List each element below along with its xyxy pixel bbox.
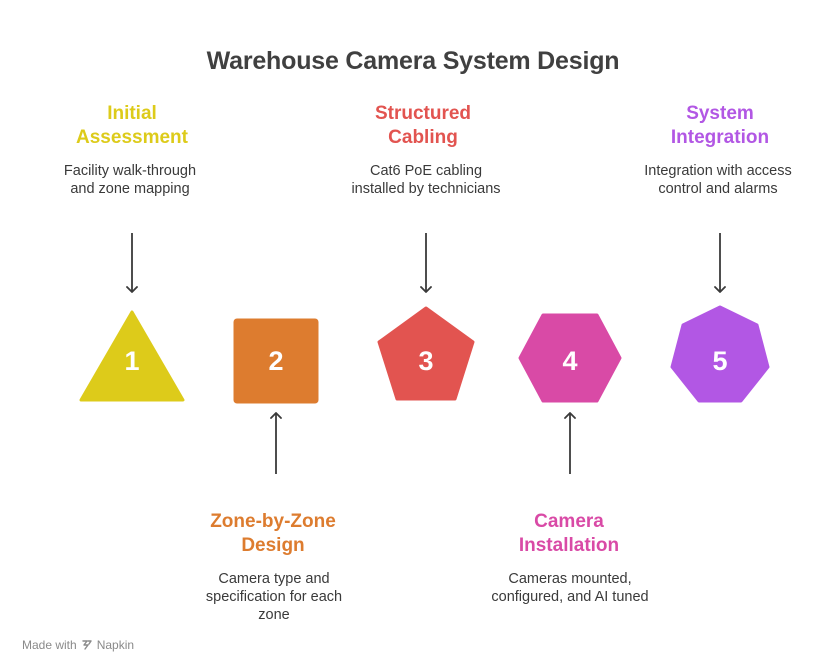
step-2-description: Camera type and specification for each z… [174, 570, 374, 624]
step-4-title-line-1: Camera [534, 511, 604, 532]
step-4-description: Cameras mounted, configured, and AI tune… [470, 570, 670, 606]
footer-text: Made with [22, 638, 77, 652]
step-3-desc-line-2: installed by technicians [351, 181, 501, 197]
step-5-title-line-2: Integration [670, 127, 770, 148]
step-4-title-line-2: Installation [518, 535, 620, 556]
step-1-desc-line-2: and zone mapping [70, 181, 190, 197]
step-4-title: Camera Installation [459, 510, 679, 558]
step-3-title-line-1: Structured [374, 103, 472, 124]
step-1-description: Facility walk-through and zone mapping [30, 162, 230, 198]
step-1-title: Initial Assessment [22, 102, 242, 150]
step-5-desc-line-1: Integration with access [644, 163, 792, 179]
step-2-square-shape [233, 318, 319, 404]
step-1-number: 1 [124, 346, 139, 376]
step-1-triangle-shape [79, 310, 185, 402]
step-3-title: Structured Cabling [313, 102, 533, 150]
step-5-desc-line-2: control and alarms [658, 181, 778, 197]
step-5-title: System Integration [610, 102, 826, 150]
step-3-desc-line-1: Cat6 PoE cabling [369, 163, 483, 179]
step-5-title-line-1: System [686, 103, 754, 124]
step-2-desc-line-3: zone [258, 607, 290, 623]
step-3-number: 3 [418, 346, 433, 376]
step-4-hexagon-shape [518, 313, 622, 403]
step-5-number: 5 [712, 346, 727, 376]
step-2-number: 2 [268, 346, 283, 376]
step-3-description: Cat6 PoE cabling installed by technician… [326, 162, 526, 198]
step-1-desc-line-1: Facility walk-through [63, 163, 197, 179]
step-2-title-line-1: Zone-by-Zone [210, 511, 336, 532]
footer-brand: Napkin [96, 638, 135, 652]
step-1-title-line-2: Assessment [76, 127, 188, 148]
step-5-description: Integration with access control and alar… [618, 162, 818, 198]
step-2-title: Zone-by-Zone Design [163, 510, 383, 558]
step-3-pentagon-shape [377, 306, 475, 401]
step-1-title-line-1: Initial [107, 103, 157, 124]
step-3-title-line-2: Cabling [388, 127, 458, 148]
diagram-title: Warehouse Camera System Design [206, 47, 620, 75]
step-2-desc-line-1: Camera type and [218, 571, 330, 587]
step-4-desc-line-2: configured, and AI tuned [491, 589, 649, 605]
step-4-desc-line-1: Cameras mounted, [508, 571, 632, 587]
napkin-logo-icon [81, 639, 93, 651]
step-4-number: 4 [562, 346, 577, 376]
step-5-heptagon-shape [670, 305, 770, 403]
made-with-footer[interactable]: Made with Napkin [22, 638, 134, 652]
step-2-desc-line-2: specification for each [205, 589, 343, 605]
step-2-title-line-2: Design [241, 535, 305, 556]
